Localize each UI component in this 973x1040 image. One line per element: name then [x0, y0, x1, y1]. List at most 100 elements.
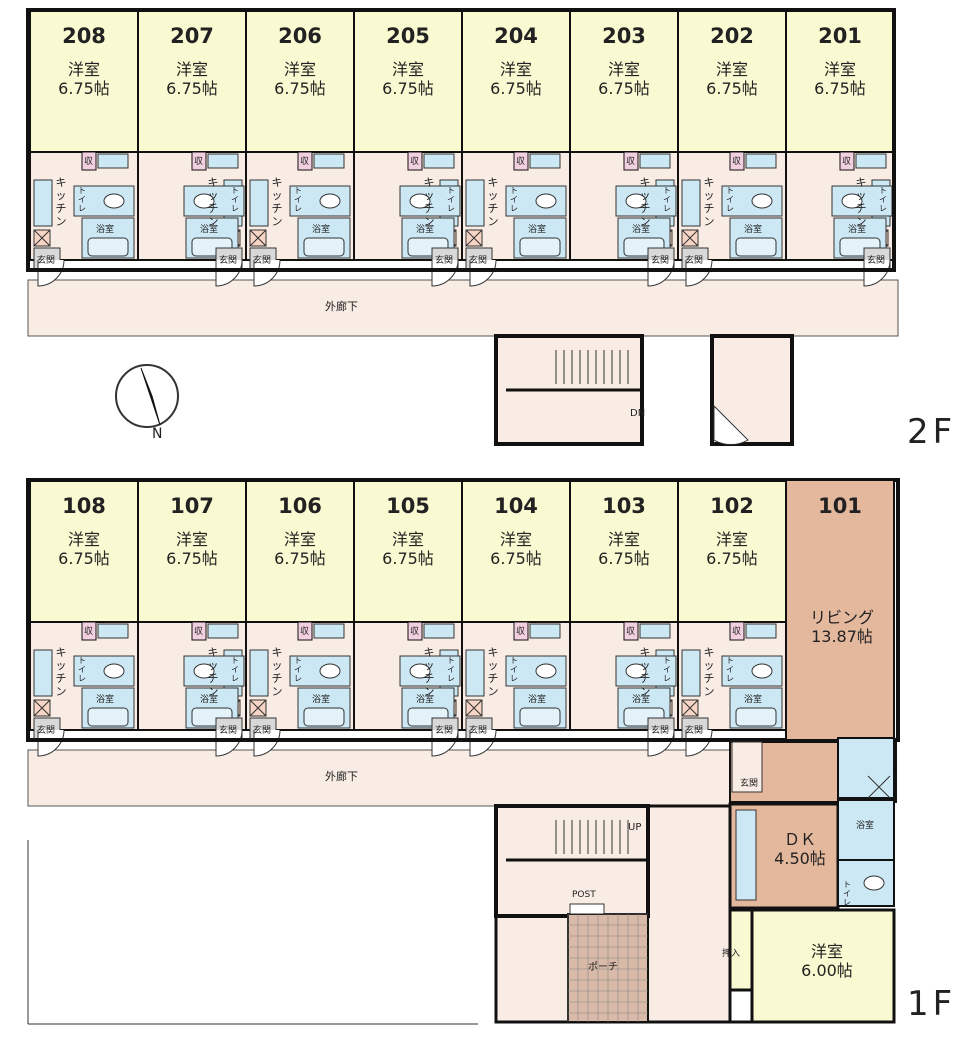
entrance-label: 玄関 [37, 256, 56, 266]
bathtub-icon [519, 707, 561, 727]
washbasin-icon [313, 153, 345, 169]
appliance-cross [33, 699, 51, 717]
room-number: 206 [278, 24, 322, 48]
room-number: 103 [602, 494, 646, 518]
room-type: 洋室 [391, 530, 424, 549]
room-type: 洋室 [715, 530, 748, 549]
room-size: 6.75帖 [274, 79, 326, 98]
kitchen-counter-icon [33, 649, 53, 697]
toilet-icon [193, 663, 215, 679]
toilet-label: トイレ [663, 656, 671, 683]
storage-label: 収 [84, 627, 94, 637]
entry-door-swing [685, 729, 713, 757]
living-size: 13.87帖 [811, 627, 873, 646]
toilet-icon [751, 193, 773, 209]
bathtub-icon [303, 707, 345, 727]
room-type: 洋室 [283, 60, 316, 79]
bath-label: 浴室 [96, 225, 115, 235]
entrance-label: 玄関 [37, 726, 56, 736]
storage-closet [839, 151, 855, 171]
toilet-label: トイレ [726, 656, 734, 683]
toilet-label: トイレ [510, 186, 518, 213]
entrance-label: 玄関 [685, 256, 704, 266]
washbasin-icon [639, 153, 671, 169]
storage-label: 収 [194, 157, 204, 167]
storage-label: 収 [842, 157, 852, 167]
floor-label-1f: 1F [907, 984, 957, 1024]
entry-door-swing [253, 729, 281, 757]
room-number: 106 [278, 494, 322, 518]
bath-label: 浴室 [632, 695, 651, 705]
floor-label-2f: 2F [907, 412, 957, 452]
appliance-cross [249, 699, 267, 717]
kitchen-label: キッチン [55, 176, 67, 228]
corridor-2f [27, 279, 899, 337]
kitchen-label: キッチン [855, 176, 867, 228]
owner-bath-label: 浴室 [856, 821, 875, 831]
entry-door-swing [215, 259, 243, 287]
bathtub-icon [303, 237, 345, 257]
entry-door-swing [863, 259, 891, 287]
porch-label: ポーチ [588, 962, 618, 973]
bath-label: 浴室 [848, 225, 867, 235]
storage-label: 収 [300, 627, 310, 637]
washbasin-icon [529, 623, 561, 639]
owner-room-number: 101 [818, 494, 862, 518]
storage-closet [407, 621, 423, 641]
storage-closet [81, 621, 97, 641]
room-number: 205 [386, 24, 430, 48]
building-outline-1f [26, 478, 900, 742]
stairs-up-label: UP [628, 822, 642, 833]
owner-entrance-label: 玄関 [740, 779, 759, 789]
entrance-label: 玄関 [469, 256, 488, 266]
toilet-label: トイレ [78, 656, 86, 683]
compass-north-label: N [152, 426, 163, 442]
storage-closet [513, 621, 529, 641]
room-number: 204 [494, 24, 538, 48]
washbasin-icon [97, 623, 129, 639]
entry-door-swing [253, 259, 281, 287]
entrance-label: 玄関 [219, 256, 238, 266]
kitchen-counter-icon [249, 649, 269, 697]
washbasin-icon [745, 153, 777, 169]
entrance-label: 玄関 [253, 726, 272, 736]
room-size: 6.75帖 [58, 549, 110, 568]
room-type: 洋室 [67, 530, 100, 549]
owner-toilet [837, 859, 895, 907]
storage-closet [297, 621, 313, 641]
dk-label: ＤＫ [783, 830, 816, 849]
toilet-icon [409, 663, 431, 679]
room-type: 洋室 [175, 530, 208, 549]
entry-door-swing [431, 259, 459, 287]
appliance-cross [249, 229, 267, 247]
washbasin-icon [745, 623, 777, 639]
room-type: 洋室 [499, 60, 532, 79]
storage-door-swing [713, 404, 749, 446]
washbasin-icon [207, 623, 239, 639]
room-size: 6.75帖 [382, 79, 434, 98]
room-western [461, 9, 571, 171]
room-number: 105 [386, 494, 430, 518]
room-size: 6.75帖 [166, 79, 218, 98]
kitchen-label: キッチン [207, 176, 219, 228]
entrance-label: 玄関 [253, 256, 272, 266]
bath-label: 浴室 [416, 695, 435, 705]
kitchen-label: キッチン [271, 646, 283, 698]
kitchen-label: キッチン [639, 176, 651, 228]
kitchen-label: キッチン [423, 176, 435, 228]
appliance-cross [465, 699, 483, 717]
washer-cross [867, 775, 891, 799]
storage-label: 収 [84, 157, 94, 167]
toilet-label: トイレ [879, 186, 887, 213]
closet-label: 押入 [722, 949, 741, 959]
kitchen-counter-icon [681, 179, 701, 227]
kitchen-counter-icon [681, 649, 701, 697]
toilet-icon [751, 663, 773, 679]
toilet-label: トイレ [726, 186, 734, 213]
living-label: リビング [809, 608, 874, 627]
room-type: 洋室 [823, 60, 856, 79]
room-size: 6.75帖 [706, 549, 758, 568]
room-western-owner [750, 908, 896, 1024]
post-box-icon [569, 903, 605, 915]
bathtub-icon [735, 707, 777, 727]
